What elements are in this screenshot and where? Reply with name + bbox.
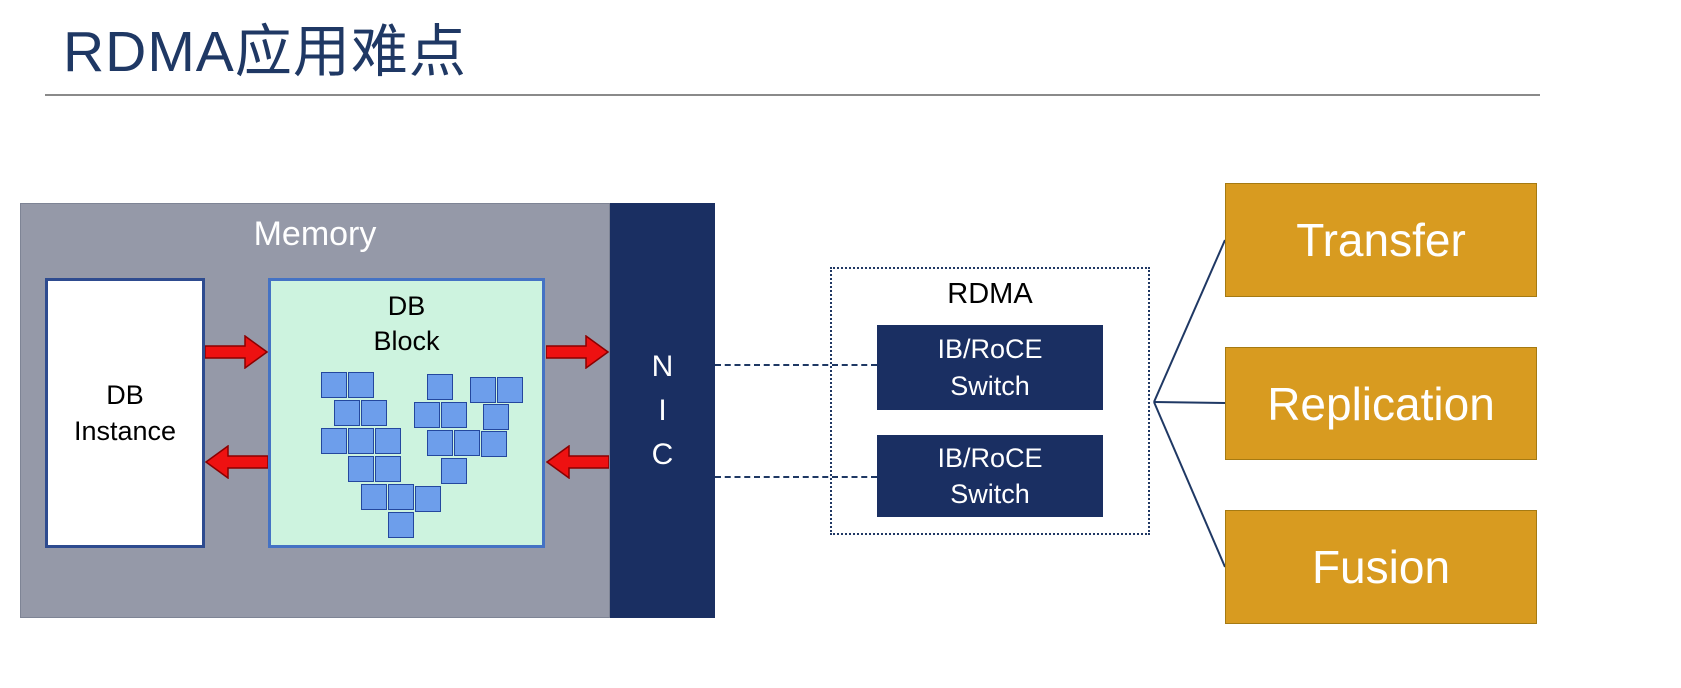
- dashed-link-line: [715, 364, 877, 366]
- nic-letter: N: [651, 349, 674, 383]
- red-arrow-left-icon: [546, 445, 609, 479]
- db-block-box: DB Block: [268, 278, 545, 548]
- red-arrow-right-icon: [546, 335, 609, 369]
- rdma-group-box: [830, 267, 1150, 535]
- db-instance-label: DB Instance: [73, 379, 177, 446]
- output-label: Fusion: [1311, 541, 1451, 593]
- switch-box-top: IB/RoCE Switch: [877, 325, 1103, 410]
- memory-label: Memory: [253, 215, 377, 253]
- output-box-fusion: Fusion: [1225, 510, 1537, 624]
- output-label: Transfer: [1296, 214, 1466, 266]
- title-underline: [45, 94, 1540, 96]
- page-title: RDMA应用难点: [63, 20, 467, 84]
- switch-label: IB/RoCE Switch: [937, 442, 1043, 509]
- db-block-label: DB Block: [373, 291, 440, 357]
- nic-letter: C: [651, 437, 674, 471]
- fanout-lines: [1153, 239, 1226, 568]
- switch-label: IB/RoCE Switch: [937, 334, 1043, 401]
- db-instance-box: DB Instance: [45, 278, 205, 548]
- red-arrow-right-icon: [205, 335, 268, 369]
- rdma-label: RDMA: [947, 278, 1033, 310]
- nic-letter: I: [658, 393, 667, 427]
- dashed-link-line: [715, 476, 877, 478]
- output-box-transfer: Transfer: [1225, 183, 1537, 297]
- output-label: Replication: [1267, 377, 1495, 430]
- nic-box: N I C: [610, 203, 715, 618]
- switch-box-bottom: IB/RoCE Switch: [877, 435, 1103, 517]
- output-box-replication: Replication: [1225, 347, 1537, 460]
- red-arrow-left-icon: [205, 445, 268, 479]
